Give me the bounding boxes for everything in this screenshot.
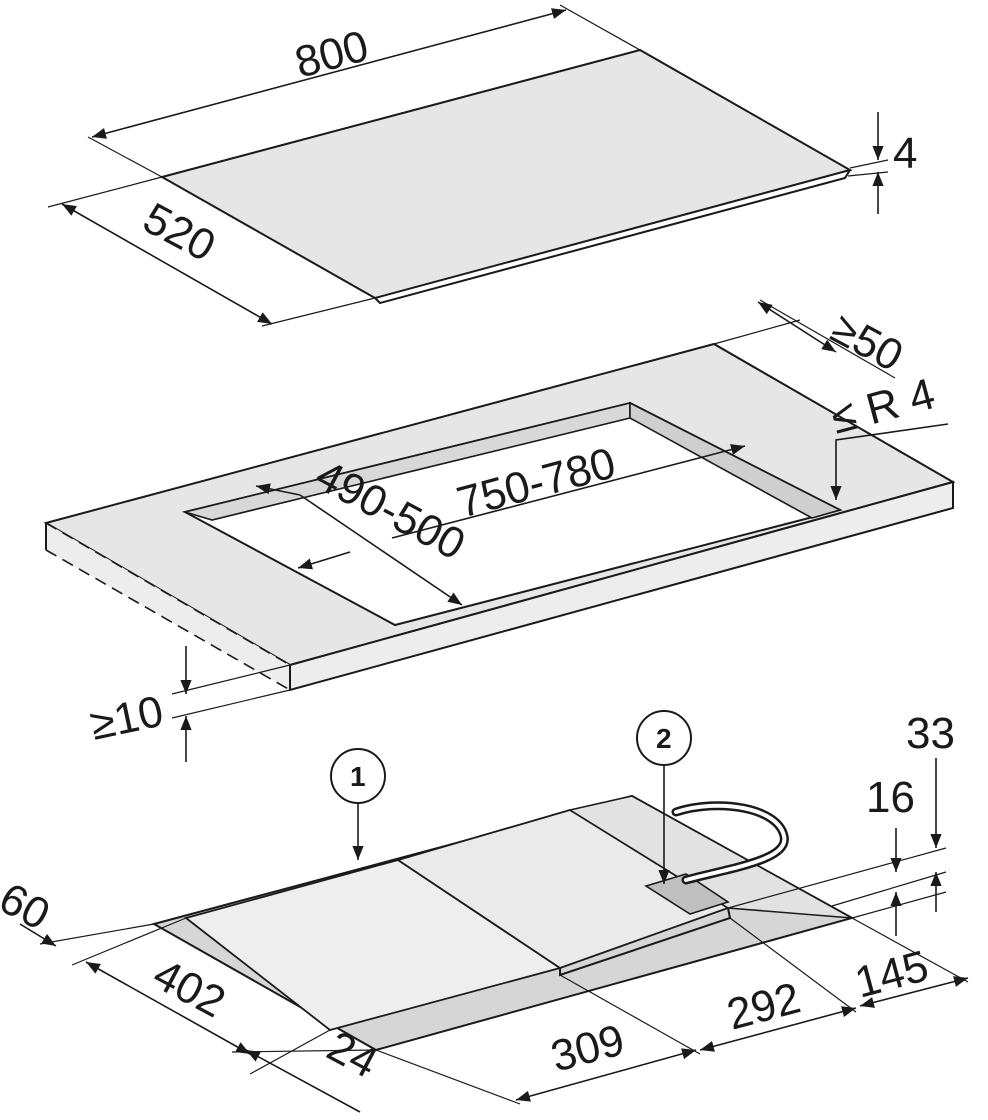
hob-underside: 1 2 33 16 60 402 24 [0, 709, 969, 1113]
dim-depth-402 [85, 961, 251, 1055]
connection-plate [644, 873, 730, 915]
dim-width-292 [699, 1006, 857, 1052]
dim-back-clearance [757, 301, 837, 353]
dim-cutout-width [391, 444, 746, 539]
label-width-800: 800 [290, 21, 374, 87]
label-back-clearance: ≥50 [823, 304, 911, 382]
hob-glass-edge [374, 169, 851, 305]
label-radius: ≤ R 4 [826, 369, 940, 443]
hob-panel: 800 520 4 [47, 4, 917, 327]
leader-radius [830, 423, 949, 500]
dim-left-60 [19, 923, 57, 947]
dim-offset-24 [245, 1049, 361, 1113]
dim-cutout-depth-b [297, 551, 351, 570]
cutout-right-wall [629, 401, 843, 519]
worktop-cutout: 750-780 490-500 ≥50 ≤ R 4 ≥10 [43, 299, 956, 762]
dim-width-145 [859, 976, 969, 1008]
dim-cutout-depth-a [255, 483, 301, 496]
label-width-145: 145 [850, 941, 934, 1007]
label-height-33: 33 [906, 709, 955, 758]
label-height-16: 16 [866, 773, 915, 822]
label-width-292: 292 [722, 973, 806, 1039]
callout-1: 1 [350, 761, 366, 792]
dim-width-800 [91, 8, 567, 139]
worktop-left-end [46, 523, 290, 690]
label-front-clearance: ≥10 [86, 687, 168, 750]
label-left-60: 60 [0, 874, 58, 940]
callout-2: 2 [656, 723, 672, 754]
dim-depth-520 [61, 203, 273, 325]
hob-glass-top [159, 48, 853, 300]
dim-width-309 [515, 1048, 697, 1102]
label-thickness-4: 4 [893, 129, 917, 178]
